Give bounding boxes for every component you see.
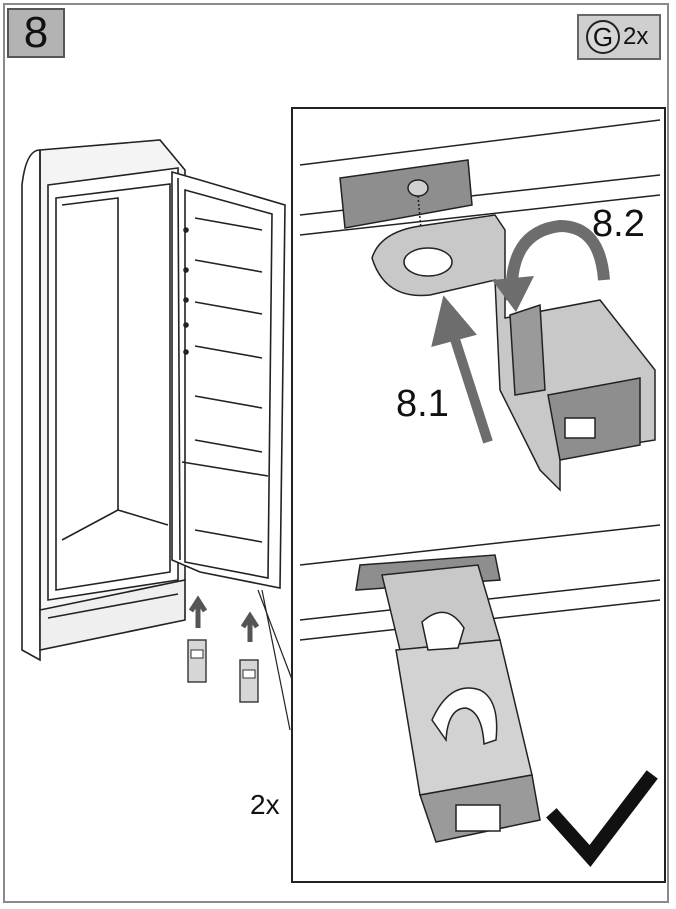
part-badge: G 2x	[577, 14, 661, 60]
callout-step-b: 8.2	[592, 203, 645, 245]
checkmark-icon	[546, 770, 658, 867]
callout-step-a: 8.1	[396, 383, 449, 425]
rotate-arrow-head	[492, 276, 534, 312]
hinge-parts	[187, 595, 260, 703]
bracket-installed-detail	[299, 524, 661, 843]
part-quantity: 2x	[623, 23, 649, 50]
detail-panel	[291, 107, 666, 883]
arrow-up-icon	[240, 611, 260, 642]
bracket-insert-detail	[299, 119, 661, 492]
arrow-up-icon	[431, 295, 493, 444]
arrow-up-icon	[188, 595, 208, 628]
rotate-arrow-icon	[505, 219, 610, 301]
refrigerator-illustration	[21, 139, 297, 731]
callout-hinge-quantity: 2x	[250, 789, 280, 820]
part-letter: G	[586, 20, 620, 54]
step-number-badge: 8	[7, 8, 65, 58]
